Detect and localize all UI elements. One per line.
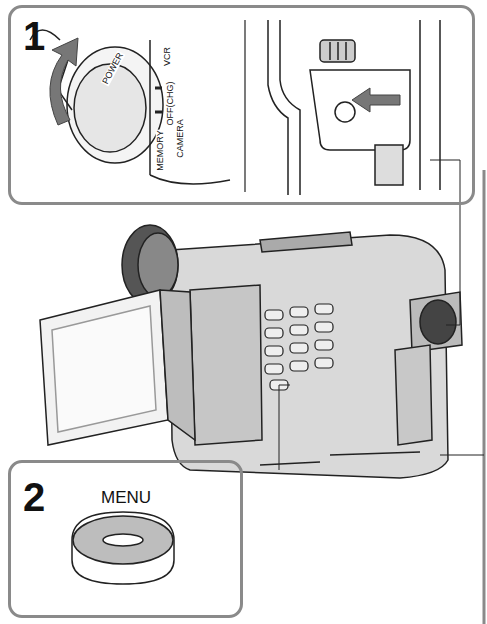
menu-button [72,512,174,584]
camera-buttons [265,304,333,390]
dial-label: CAMERA [175,118,184,159]
callout-box: 2 MENU [8,460,243,618]
slide-switch [268,20,440,195]
leader-lines [279,160,484,470]
camera-body [40,225,462,478]
separator [244,20,245,192]
panel-border [483,170,486,624]
slide-arrow [352,88,400,112]
dial-label: VCR [163,45,172,66]
callout-box: 1 [8,5,475,205]
dial-label: MEMORY [156,129,165,171]
power-dial [30,30,230,184]
button-label: MENU [101,489,151,506]
dial-label: OFF(CHG) [166,80,175,126]
step-number: 1 [23,16,45,56]
step-number: 2 [23,477,45,517]
turn-arrow [50,38,78,125]
